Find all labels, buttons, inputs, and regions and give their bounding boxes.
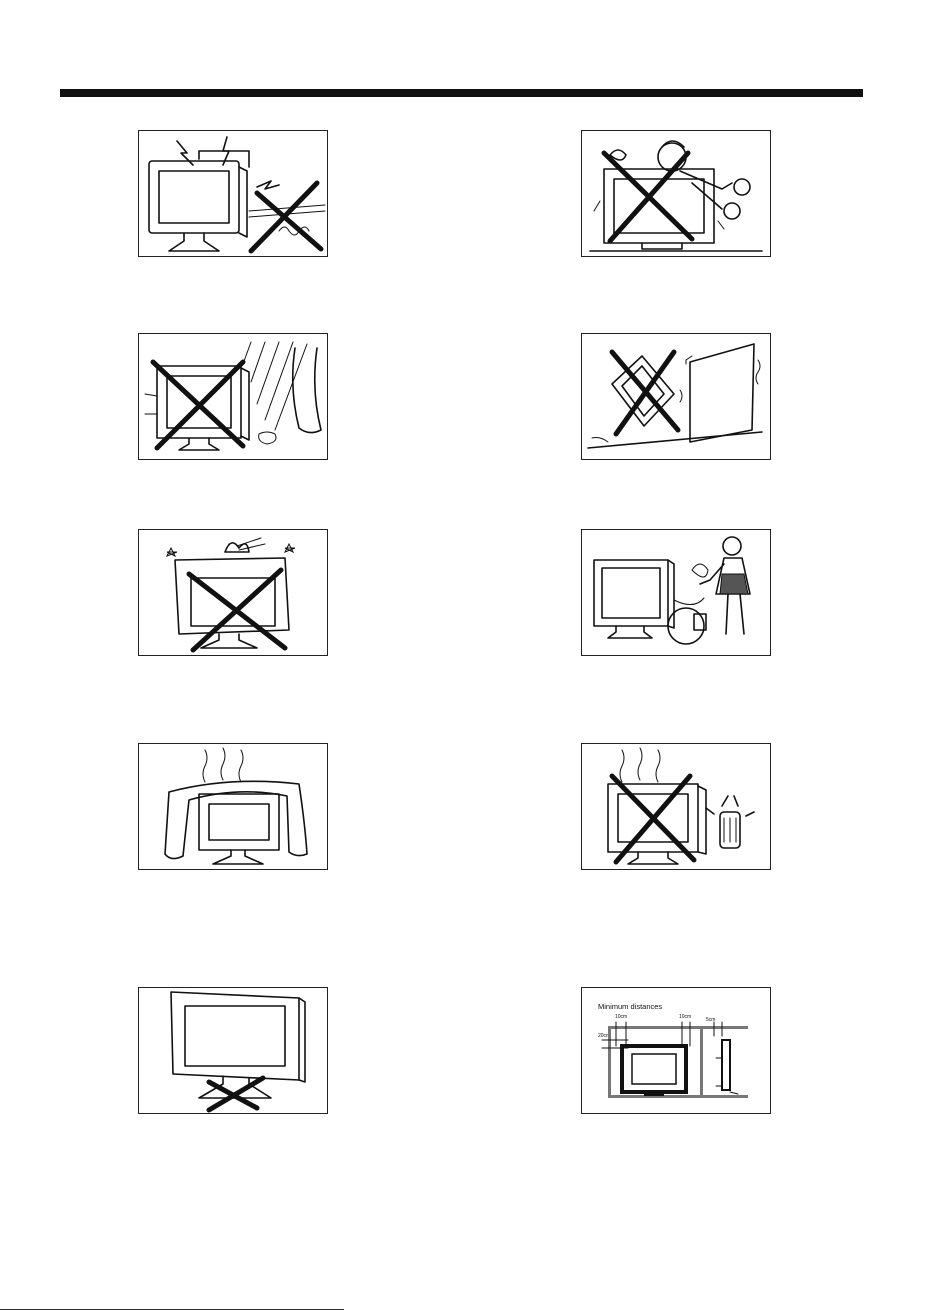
illustration-lightning-hazard [138,130,328,257]
illustration-heat-source [581,743,771,870]
illustration-object-on-top [138,529,328,656]
illustration-rain-moisture [138,333,328,460]
illustration-improper-stand [138,987,328,1114]
illustration-child-climbing-tv [581,130,771,257]
clearance-top-label: 10cm [615,1014,627,1020]
illustration-covered-ventilation [138,743,328,870]
clearance-diagram: Minimum distances 10cm 10cm 20cm 5cm [581,987,771,1114]
footer-rule [0,1309,344,1310]
clearance-title: Minimum distances [598,1002,662,1011]
illustration-unplug-cord [581,529,771,656]
illustration-unstable-surface [581,333,771,460]
header-rule [60,89,863,97]
clearance-top-right-label: 10cm [679,1014,691,1020]
